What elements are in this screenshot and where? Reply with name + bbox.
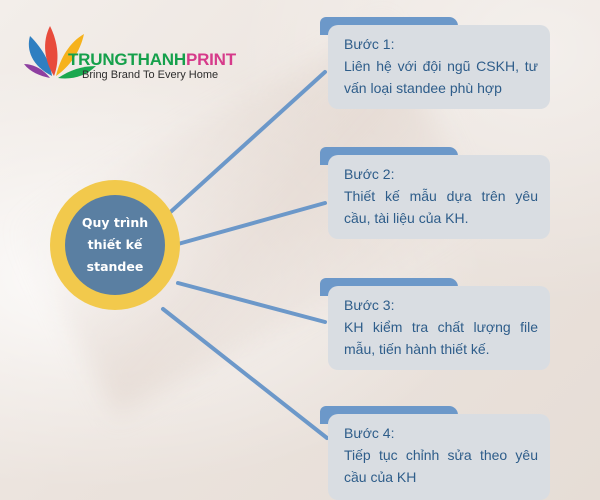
- step-4-label: Bước 4:: [344, 425, 395, 441]
- step-1-text: Liên hệ với đội ngũ CSKH, tư vấn loại st…: [344, 58, 538, 96]
- logo-flower-icon: [24, 26, 96, 79]
- process-title-line-1: Quy trình: [81, 215, 149, 230]
- step-1-label: Bước 1:: [344, 36, 395, 52]
- brand-name-main: TRUNGTHANH: [68, 50, 186, 69]
- process-hub-core: Quy trình thiết kế standee: [65, 195, 165, 295]
- step-1-card: Bước 1: Liên hệ với đội ngũ CSKH, tư vấn…: [328, 25, 550, 109]
- connector-step-1: [163, 70, 327, 219]
- step-2-label: Bước 2:: [344, 166, 395, 182]
- process-title-line-3: standee: [86, 259, 144, 274]
- connector-step-3: [176, 281, 327, 324]
- step-4-card: Bước 4: Tiếp tục chỉnh sửa theo yêu cầu …: [328, 414, 550, 500]
- connector-step-2: [176, 201, 327, 246]
- process-title-line-2: thiết kế: [87, 237, 143, 252]
- connector-step-4: [161, 307, 329, 440]
- brand-tagline: Bring Brand To Every Home: [82, 69, 219, 81]
- step-3-card: Bước 3: KH kiểm tra chất lượng file mẫu,…: [328, 286, 550, 370]
- brand-logo: TRUNGTHANHPRINT Bring Brand To Every Hom…: [22, 20, 252, 90]
- step-2-card: Bước 2: Thiết kế mẫu dựa trên yêu cầu, t…: [328, 155, 550, 239]
- step-3-text: KH kiểm tra chất lượng file mẫu, tiến hà…: [344, 319, 538, 357]
- brand-name: TRUNGTHANHPRINT: [68, 50, 236, 70]
- step-2-text: Thiết kế mẫu dựa trên yêu cầu, tài liệu …: [344, 188, 538, 226]
- process-hub: Quy trình thiết kế standee: [50, 180, 180, 310]
- step-3-label: Bước 3:: [344, 297, 395, 313]
- brand-name-accent: PRINT: [185, 50, 236, 69]
- process-title: Quy trình thiết kế standee: [82, 212, 148, 278]
- step-4-text: Tiếp tục chỉnh sửa theo yêu cầu của KH: [344, 447, 538, 485]
